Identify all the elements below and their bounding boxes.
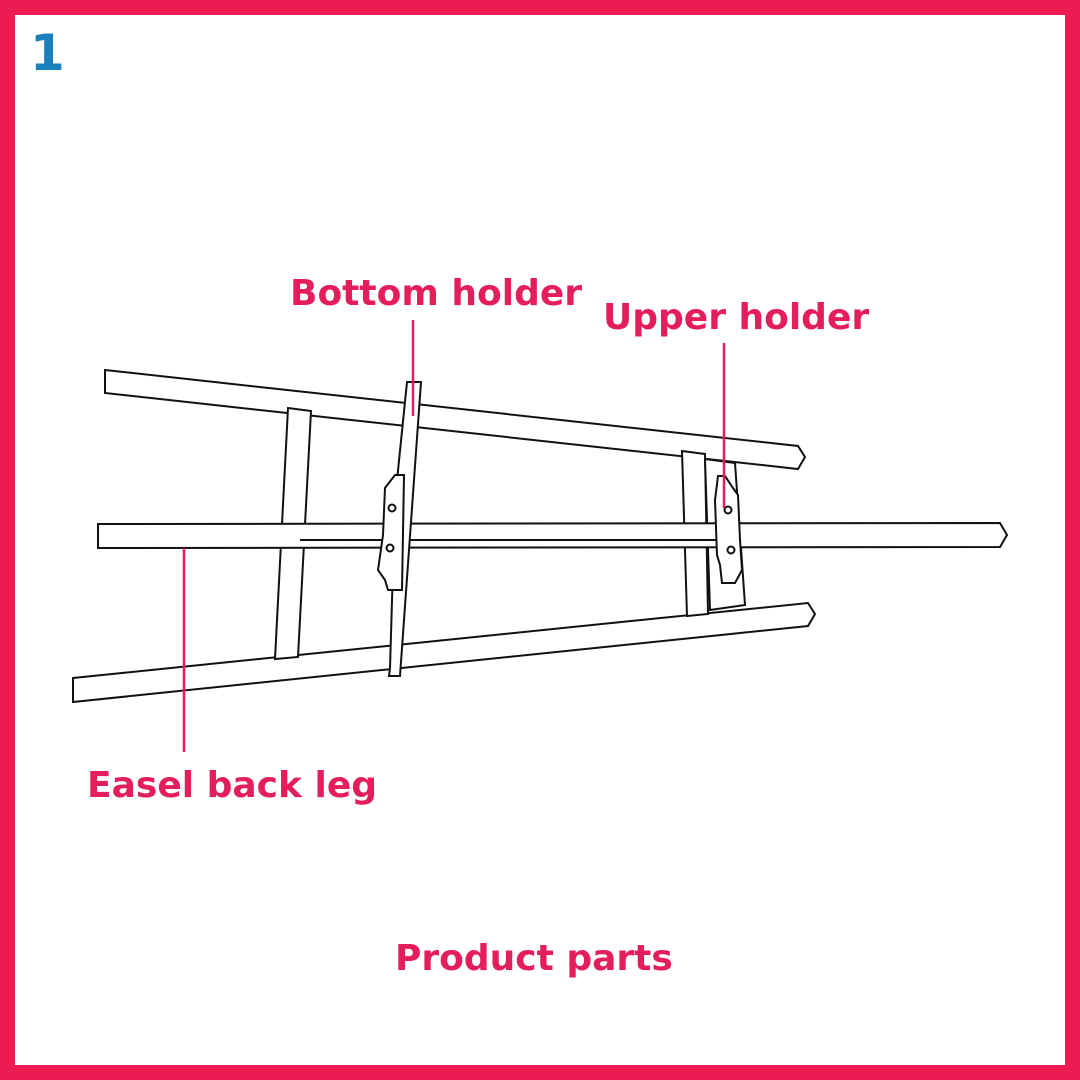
upper-holder-hole (726, 545, 736, 555)
bottom-holder-label: Bottom holder (290, 273, 583, 314)
upper-holder-label: Upper holder (603, 297, 870, 338)
upper-holder-plate (713, 475, 744, 584)
step-number: 1 (30, 24, 65, 82)
bottom-holder-hole (385, 543, 395, 553)
easel-bottom-rail (72, 601, 817, 704)
caption: Product parts (395, 938, 673, 979)
bottom-holder-hole (387, 503, 397, 513)
easel-top-rail (104, 368, 807, 471)
easel-back-leg (97, 521, 1009, 550)
upper-holder-hole (723, 505, 733, 515)
easel-back-leg-label: Easel back leg (87, 765, 378, 806)
bottom-holder-plate (376, 474, 406, 591)
